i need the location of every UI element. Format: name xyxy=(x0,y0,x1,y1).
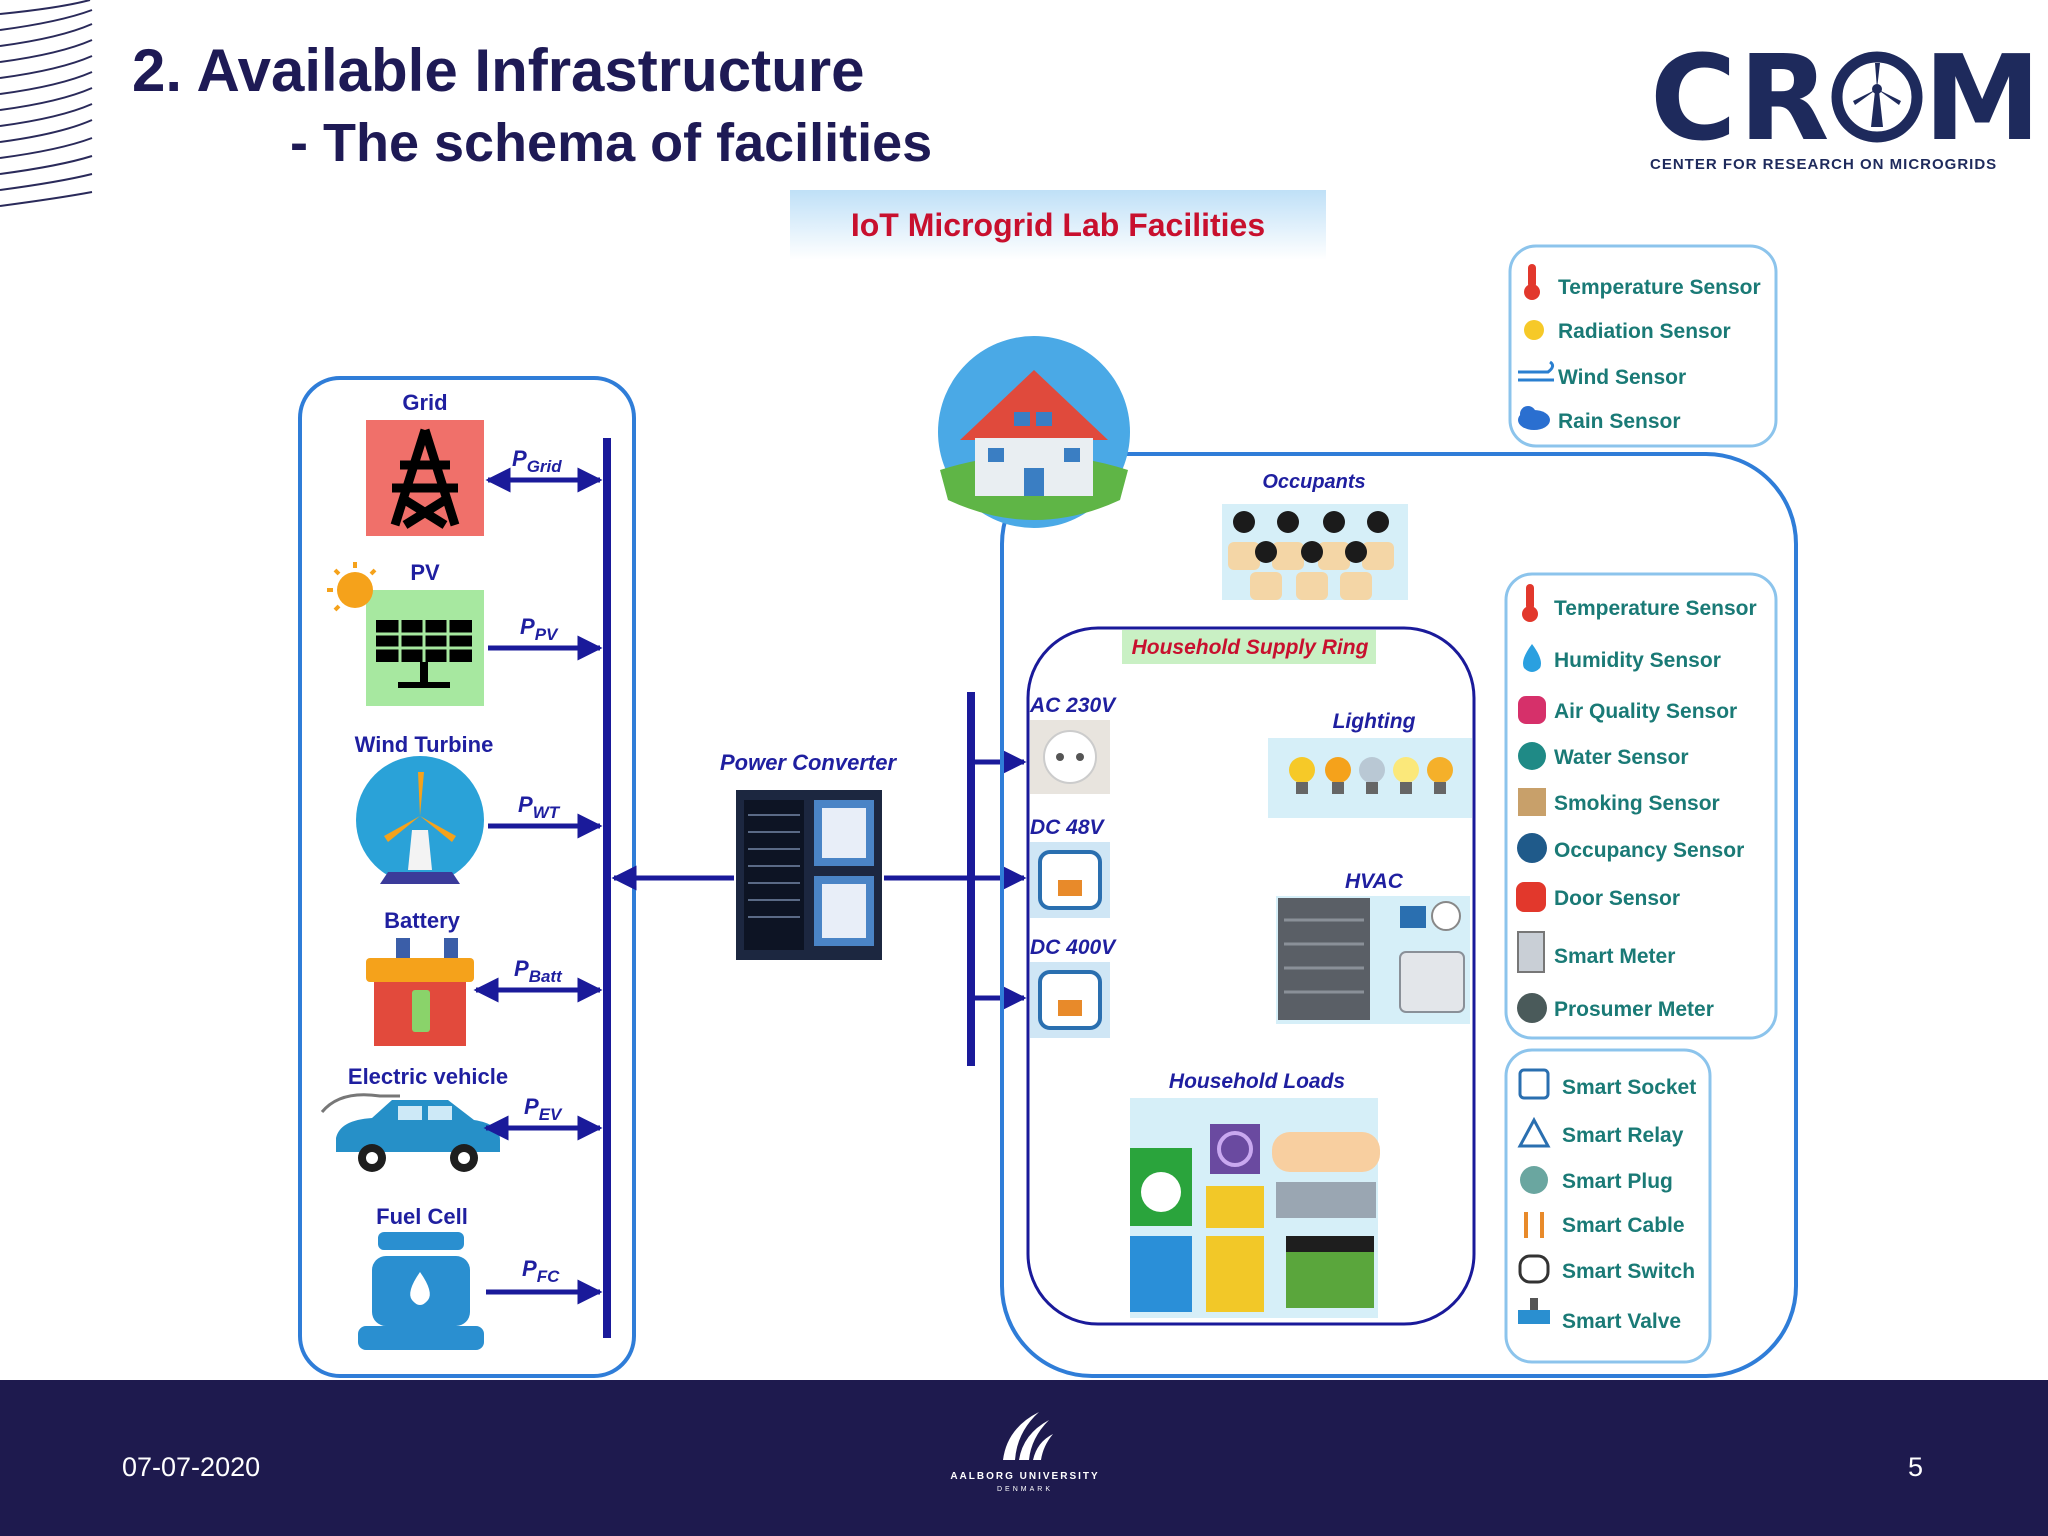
fuel-cell-icon xyxy=(358,1232,484,1350)
diagram-title: IoT Microgrid Lab Facilities xyxy=(850,206,1266,243)
wind-turbine-icon xyxy=(356,756,484,884)
outdoor-sensor-panel xyxy=(1508,244,1778,448)
household-loads-label: Household Loads xyxy=(1169,1070,1345,1093)
logo-word-end: M xyxy=(1923,29,2043,167)
rain-cloud-icon xyxy=(1518,406,1550,430)
indoor-sensor-panel xyxy=(1504,572,1778,1040)
power-converter-label: Power Converter xyxy=(720,750,897,775)
sensor-label: Temperature Sensor xyxy=(1554,597,1757,620)
logo-word-start: CR xyxy=(1650,29,1832,167)
sensor-label: Air Quality Sensor xyxy=(1554,700,1737,723)
thermometer-icon xyxy=(1524,264,1540,300)
source-label: Grid xyxy=(402,390,447,415)
dc400-socket-icon xyxy=(1030,962,1110,1038)
logo-tagline: CENTER FOR RESEARCH ON MICROGRIDS xyxy=(1650,156,1998,173)
household-appliances-icon xyxy=(1130,1098,1380,1318)
sensor-label: Radiation Sensor xyxy=(1558,320,1731,343)
smart-plug-icon xyxy=(1520,1166,1548,1194)
crom-logo: CR M CENTER FOR RESEARCH ON MICROGRIDS xyxy=(1650,39,2041,173)
smart-relay-icon xyxy=(1517,1116,1551,1148)
diagram-title-banner: IoT Microgrid Lab Facilities xyxy=(790,190,1326,260)
house-bus-bar xyxy=(967,692,975,1066)
outlet-label: DC 400V xyxy=(1030,936,1117,959)
source-label: Battery xyxy=(384,908,461,933)
microgrid-diagram: Grid PGrid PV PPV Wind Turbine PWT Batte… xyxy=(298,244,1798,1378)
wind-power-label: PWT xyxy=(518,792,561,822)
sensor-label: Occupancy Sensor xyxy=(1554,839,1744,862)
pv-power-label: PPV xyxy=(520,614,559,644)
source-label: PV xyxy=(410,560,440,585)
source-label: Wind Turbine xyxy=(355,732,494,757)
sensor-label: Temperature Sensor xyxy=(1558,276,1761,299)
electric-vehicle-icon xyxy=(320,1093,500,1172)
decorative-wave-lines xyxy=(0,0,93,207)
actuator-label: Smart Socket xyxy=(1562,1076,1696,1099)
sun-radiation-icon xyxy=(1524,320,1544,340)
smart-socket-icon xyxy=(1518,1068,1550,1100)
footer-page-number: 5 xyxy=(1908,1452,1924,1482)
sensor-label: Prosumer Meter xyxy=(1554,998,1714,1021)
sensor-label: Water Sensor xyxy=(1554,746,1689,769)
occupants-label: Occupants xyxy=(1262,471,1365,493)
door-sensor-icon xyxy=(1516,882,1546,912)
university-city: DENMARK xyxy=(996,1486,1053,1493)
house-icon xyxy=(938,336,1130,528)
house-panel xyxy=(1000,452,1798,1378)
lighting-label: Lighting xyxy=(1333,710,1416,733)
air-quality-icon xyxy=(1518,696,1546,724)
occupants-icon xyxy=(1222,504,1408,600)
ac-socket-icon xyxy=(1030,720,1110,794)
pv-panel-icon xyxy=(327,562,484,706)
smart-meter-icon xyxy=(1517,931,1545,973)
university-logo: AALBORG UNIVERSITY DENMARK xyxy=(940,1408,1110,1493)
sensor-label: Smart Meter xyxy=(1554,945,1675,968)
supply-ring-label: Household Supply Ring xyxy=(1132,636,1369,659)
actuator-label: Smart Plug xyxy=(1562,1170,1673,1193)
actuator-label: Smart Switch xyxy=(1562,1260,1695,1283)
actuator-panel xyxy=(1504,1048,1712,1364)
battery-power-label: PBatt xyxy=(514,956,563,986)
footer-date: 07-07-2020 xyxy=(122,1452,261,1482)
wind-turbine-logo-icon xyxy=(1831,50,1923,154)
thermometer-icon xyxy=(1522,584,1538,622)
sensor-label: Door Sensor xyxy=(1554,887,1680,910)
water-sensor-icon xyxy=(1518,742,1546,770)
smart-switch-icon xyxy=(1518,1254,1550,1284)
dc-bus-bar xyxy=(603,438,611,1338)
household-supply-ring-panel xyxy=(1026,626,1476,1326)
outlet-label: AC 230V xyxy=(1029,694,1117,717)
humidity-drop-icon xyxy=(1523,644,1541,672)
lighting-bulbs-icon xyxy=(1268,738,1472,818)
dc48-socket-icon xyxy=(1030,842,1110,918)
university-emblem-icon xyxy=(1003,1412,1053,1460)
slide-subtitle: - The schema of facilities xyxy=(290,113,933,173)
smoke-detector-icon xyxy=(1518,788,1546,816)
fc-power-label: PFC xyxy=(522,1256,560,1286)
wind-icon xyxy=(1518,360,1555,382)
smart-valve-icon xyxy=(1518,1298,1550,1324)
occupancy-sensor-icon xyxy=(1517,833,1547,863)
battery-icon xyxy=(366,938,474,1046)
smart-cable-icon xyxy=(1524,1212,1544,1238)
slide-title: 2. Available Infrastructure xyxy=(132,37,865,104)
outlet-label: DC 48V xyxy=(1030,816,1106,839)
sensor-label: Smoking Sensor xyxy=(1554,792,1720,815)
power-converter-cabinet-icon xyxy=(736,790,882,960)
ev-power-label: PEV xyxy=(524,1094,563,1124)
supply-ring-label-bg xyxy=(1122,630,1376,664)
actuator-label: Smart Relay xyxy=(1562,1124,1684,1147)
actuator-label: Smart Valve xyxy=(1562,1310,1681,1333)
grid-power-label: PGrid xyxy=(512,446,562,476)
prosumer-meter-icon xyxy=(1517,993,1547,1023)
hvac-unit-icon xyxy=(1276,896,1470,1024)
actuator-label: Smart Cable xyxy=(1562,1214,1685,1237)
university-name: AALBORG UNIVERSITY xyxy=(950,1471,1100,1482)
source-label: Fuel Cell xyxy=(376,1204,468,1229)
sensor-label: Wind Sensor xyxy=(1558,366,1686,389)
grid-tower-icon xyxy=(366,420,484,536)
sensor-label: Humidity Sensor xyxy=(1554,649,1721,672)
source-label: Electric vehicle xyxy=(348,1064,508,1089)
hvac-label: HVAC xyxy=(1345,870,1404,893)
sensor-label: Rain Sensor xyxy=(1558,410,1681,433)
